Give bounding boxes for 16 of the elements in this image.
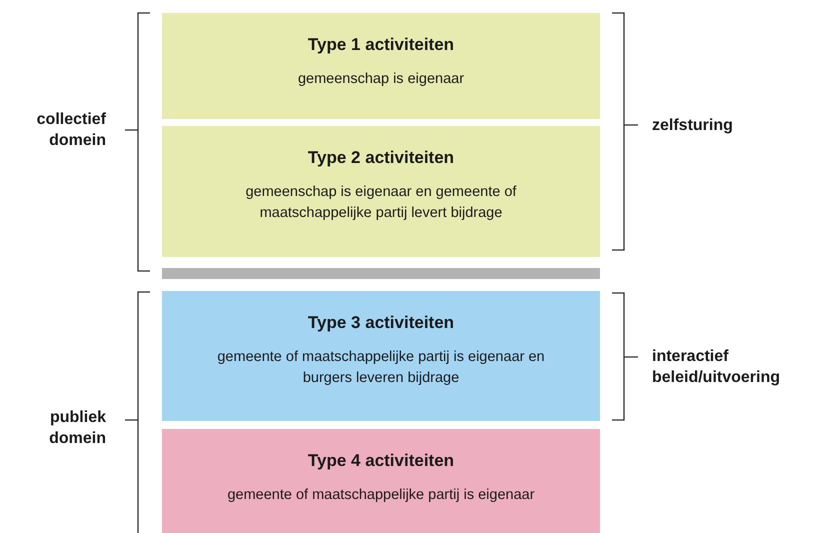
- box-heading: Type 4 activiteiten: [308, 451, 454, 471]
- box-description: gemeenschap is eigenaar: [298, 70, 464, 89]
- box-heading: Type 2 activiteiten: [308, 148, 454, 168]
- box-description: gemeente of maatschappelijke partij is eigenaar: [227, 486, 535, 505]
- bracket-label: collectief domein: [36, 110, 106, 151]
- box-heading: Type 1 activiteiten: [308, 35, 454, 55]
- bracket-label: interactief beleid/uitvoering: [652, 347, 782, 388]
- bracket-label: publiek domein: [48, 408, 106, 449]
- category-box: [162, 13, 600, 119]
- box-description: gemeente of maatschappelijke partij is eigenaar en burgers leveren bijdrage: [216, 348, 546, 388]
- box-heading: Type 3 activiteiten: [308, 313, 454, 333]
- bracket-label: zelfsturing: [652, 116, 734, 136]
- box-description: gemeenschap is eigenaar en gemeente of maatschappelijke partij levert bijdrage: [244, 183, 518, 223]
- category-box: [162, 126, 600, 257]
- category-box: [162, 429, 600, 533]
- category-box: [162, 291, 600, 421]
